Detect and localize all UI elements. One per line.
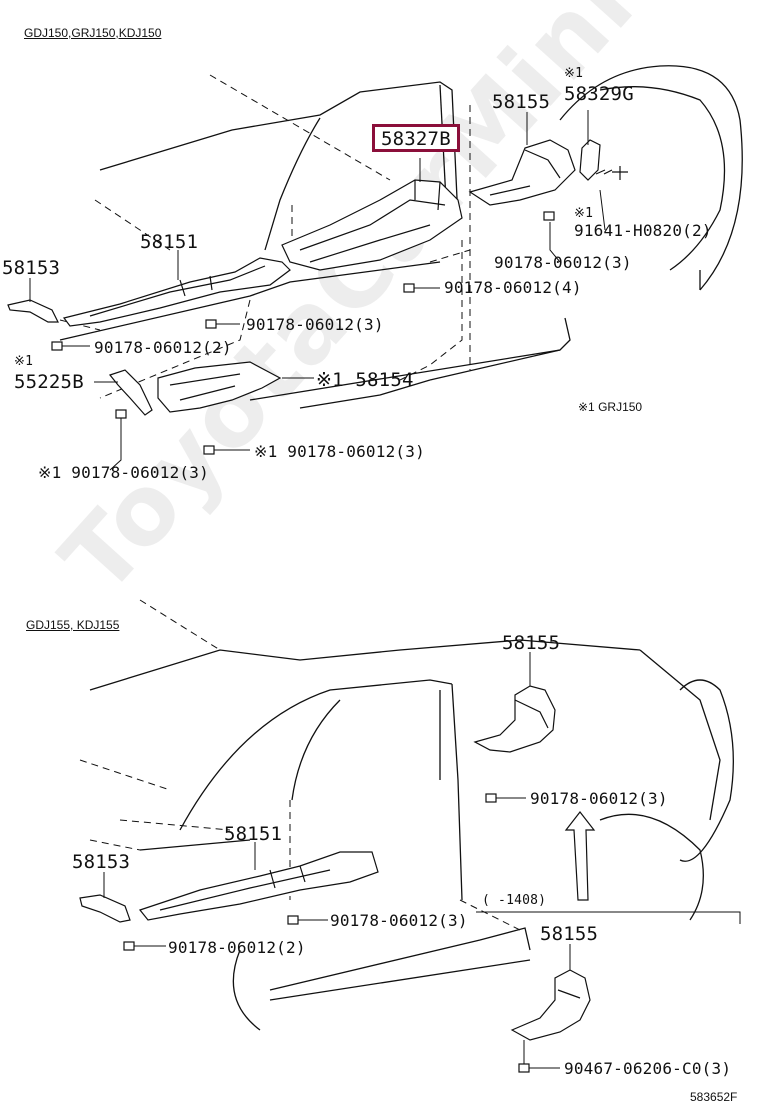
part-label-90178-06012-d[interactable]: 90178-06012(2) [94,338,232,357]
top-variant-header: GDJ150,GRJ150,KDJ150 [24,26,162,40]
bottom-dashed-lines [79,599,521,931]
bottom-variant-header: GDJ155, KDJ155 [26,618,120,632]
part-58154-shape [157,361,282,413]
part-label-90178-06012-b[interactable]: 90178-06012(4) [444,278,582,297]
part-label-58151-bottom[interactable]: 58151 [224,823,283,845]
bottom-body-outline [89,639,734,1031]
top-clips [51,211,555,455]
part-58327B-shape [281,179,463,271]
forward-arrow [564,811,596,901]
part-label-90178-06012-a[interactable]: 90178-06012(3) [494,253,632,272]
part-label-90178-06012-e[interactable]: ※1 90178-06012(3) [254,442,425,461]
part-55225B-shape [108,369,153,416]
part-label-58154[interactable]: ※1 58154 [316,369,414,391]
part-58155-top-shape [468,139,576,206]
date-range-bracket [476,911,741,924]
footnote-mark: ※1 [564,66,584,81]
part-58155-b-shape [510,969,591,1041]
part-label-58153[interactable]: 58153 [2,257,61,279]
part-label-58329G[interactable]: 58329G [564,83,634,105]
part-label-91641-H0820[interactable]: 91641-H0820(2) [574,221,712,240]
part-label-58151[interactable]: 58151 [140,231,199,253]
part-58151-bottom-shape [138,851,379,921]
screw-91641 [603,166,628,180]
part-label-90178-06012-g[interactable]: 90178-06012(3) [530,789,668,808]
bottom-leaders [103,652,571,1069]
top-body-outline [59,65,743,409]
document-code: 583652F [690,1090,738,1104]
part-58153-bottom-shape [79,894,131,923]
footnote-mark: ※1 [14,354,34,369]
date-range-note: ( -1408) [482,893,547,908]
part-label-58153-bottom[interactable]: 58153 [72,851,131,873]
part-58155-bottom-shape [473,685,556,753]
footnote-mark: ※1 [574,206,594,221]
bottom-clips [123,793,530,1073]
footnote-grj150: ※1 GRJ150 [578,400,643,414]
part-label-58155-bottom[interactable]: 58155 [502,632,561,654]
part-label-58155[interactable]: 58155 [492,91,551,113]
part-label-90178-06012-f[interactable]: ※1 90178-06012(3) [38,463,209,482]
highlighted-part-58327B[interactable]: 58327B [372,124,460,152]
part-label-90178-06012-h[interactable]: 90178-06012(3) [330,911,468,930]
part-58151-top-shape [62,257,291,327]
top-leaders [29,110,606,471]
part-label-90178-06012-c[interactable]: 90178-06012(3) [246,315,384,334]
part-label-58155-second[interactable]: 58155 [540,923,599,945]
part-label-90467-06206-C0[interactable]: 90467-06206-C0(3) [564,1059,732,1078]
part-58329G-shape [579,139,601,181]
part-label-90178-06012-i[interactable]: 90178-06012(2) [168,938,306,957]
part-label-55225B[interactable]: 55225B [14,371,84,393]
part-58153-top-shape [7,299,59,323]
